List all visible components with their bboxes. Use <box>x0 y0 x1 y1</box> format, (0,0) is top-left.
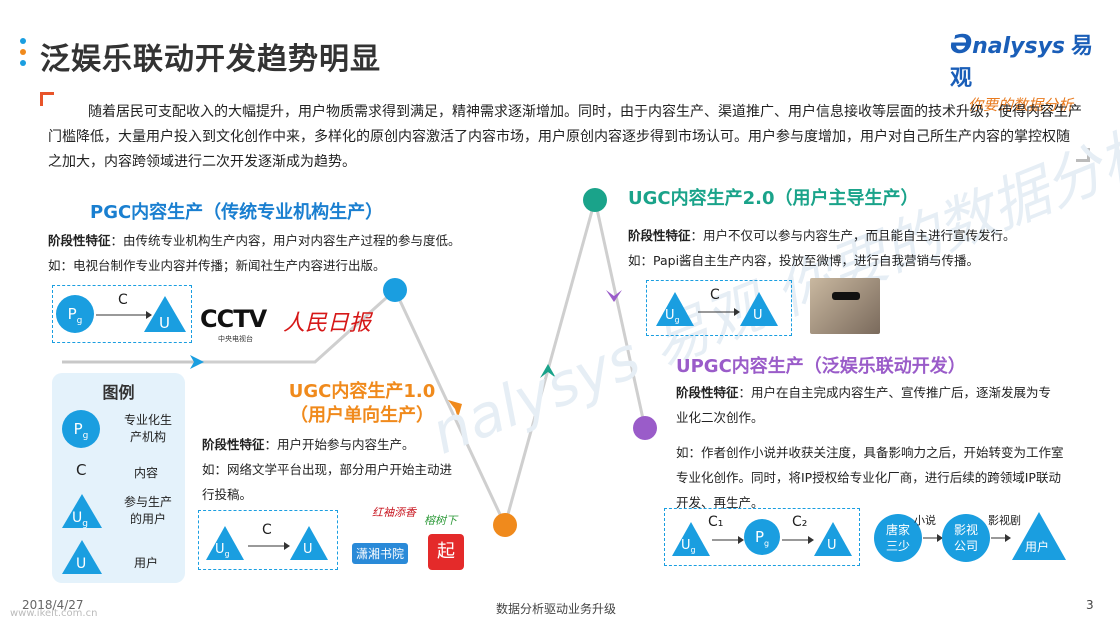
legend-label-pg: 专业化生产机构 <box>123 413 172 444</box>
ug-label: Ug <box>665 308 680 325</box>
ugc2-node <box>583 188 607 212</box>
pgc-diagram <box>52 285 192 343</box>
pgc-title: PGC内容生产（传统专业机构生产） <box>90 202 384 223</box>
page-number: 3 <box>1086 598 1094 612</box>
pgc-description: 阶段性特征：由传统专业机构生产内容，用户对内容生产过程的参与度低。 如：电视台制… <box>48 233 461 273</box>
edge-arrow <box>248 542 290 550</box>
intro-text: 随着居民可支配收入的大幅提升，用户物质需求得到满足，精神需求逐渐增加。同时，由于… <box>48 104 1082 170</box>
ugc1-description: 阶段性特征：用户开始参与内容生产。 如：网络文学平台出现，部分用户开始主动进行投… <box>202 437 453 502</box>
legend <box>52 373 185 583</box>
legend-u-label: U <box>76 556 87 572</box>
edge-arrow <box>96 311 152 319</box>
edge-label-drama: 影视剧 <box>988 514 1021 527</box>
upgc-example: 如：作者创作小说并收获关注度，具备影响力之后，开始转变为工作室专业化创作。同时，… <box>676 445 1064 510</box>
u-triangle <box>290 526 328 560</box>
page-title: 泛娱乐联动开发趋势明显 <box>40 42 381 77</box>
title-dots-icon <box>20 38 28 74</box>
legend-pg-icon: Pg <box>62 410 100 448</box>
corner-accent-icon <box>40 92 54 106</box>
xiaoxiang-logo: 潇湘书院 <box>352 543 409 564</box>
footer-tagline: 数据分析驱动业务升级 <box>496 602 617 616</box>
user-triangle <box>1012 512 1066 560</box>
tangjia-node: 唐家三少 <box>874 514 922 562</box>
user-label: 用户 <box>1025 540 1050 554</box>
arrow-up-icon <box>540 364 556 378</box>
pgc-node <box>383 278 407 302</box>
ugc2-title: UGC内容生产2.0（用户主导生产） <box>628 188 919 209</box>
edge-arrow <box>923 534 943 542</box>
u-triangle <box>740 292 778 326</box>
u-label: U <box>753 308 763 323</box>
legend-label-c: 内容 <box>134 466 159 480</box>
ug-label: Ug <box>681 538 696 555</box>
peoples-daily-logo: 人民日报 <box>283 311 372 336</box>
edge-arrow <box>782 536 814 544</box>
legend-ug-label: Ug <box>72 510 88 529</box>
u-label: U <box>159 314 170 332</box>
legend-label-ug: 参与生产的用户 <box>123 495 172 526</box>
u-triangle <box>144 296 186 332</box>
upgc-title: UPGC内容生产（泛娱乐联动开发） <box>676 356 966 377</box>
qidian-logo: 起 <box>428 534 464 570</box>
upgc-node <box>633 416 657 440</box>
u-label: U <box>827 538 837 553</box>
legend-label-u: 用户 <box>134 556 159 570</box>
hongxiu-logo: 红袖添香 <box>372 506 416 519</box>
ug-triangle <box>672 522 710 556</box>
edge-label: C <box>710 287 720 303</box>
arrow-down-icon <box>606 290 622 302</box>
u-triangle <box>814 522 852 556</box>
cctv-sub: 中央电视台 <box>218 335 253 343</box>
ug-triangle <box>656 292 694 326</box>
corner-accent-icon <box>1076 148 1090 162</box>
legend-title: 图例 <box>102 383 135 402</box>
footer-date: 2018/4/27 <box>22 598 84 612</box>
footer-site: www.ikeit.com.cn <box>10 608 98 619</box>
legend-u-icon <box>62 540 102 574</box>
edge-arrow <box>698 308 740 316</box>
papi-photo <box>810 278 880 334</box>
edge-arrow <box>712 536 744 544</box>
ugc1-node <box>493 513 517 537</box>
upgc-feature: 阶段性特征：用户在自主完成内容生产、宣传推广后，逐渐发展为专业化二次创作。 <box>676 385 1052 425</box>
edge-label-c2: C₂ <box>792 514 808 530</box>
legend-ug-icon <box>62 494 102 528</box>
ugc1-title: UGC内容生产1.0 （用户单向生产） <box>288 381 436 426</box>
ug-label: Ug <box>215 542 230 559</box>
u-label: U <box>303 542 313 557</box>
upgc-diagram <box>664 508 860 566</box>
ugc1-diagram <box>198 510 338 570</box>
edge-label: C <box>262 522 272 538</box>
pg-circle: Pg <box>744 519 780 555</box>
edge-label: C <box>118 292 128 308</box>
logo-brand: Ənalysys <box>950 30 1066 60</box>
trend-line <box>195 199 647 530</box>
edge-label-novel: 小说 <box>914 514 936 527</box>
edge-label-c1: C₁ <box>708 514 724 530</box>
arrow-right-icon <box>190 355 204 369</box>
logo-brand-cn: 易观 <box>950 34 1094 91</box>
film-company-node: 影视公司 <box>942 514 990 562</box>
legend-c-icon: C <box>76 461 87 479</box>
ugc2-diagram <box>646 280 792 336</box>
pg-circle: Pg <box>56 295 94 333</box>
arrow-down-icon <box>448 400 462 418</box>
rongshuxia-logo: 榕树下 <box>424 514 457 527</box>
logo-slogan: 你要的数据分析 <box>968 96 1074 114</box>
edge-arrow <box>991 534 1011 542</box>
cctv-logo: CCTV <box>200 305 267 333</box>
ugc2-description: 阶段性特征：用户不仅可以参与内容生产，而且能自主进行宣传发行。 如：Papi酱自… <box>628 228 1016 268</box>
ug-triangle <box>206 526 244 560</box>
